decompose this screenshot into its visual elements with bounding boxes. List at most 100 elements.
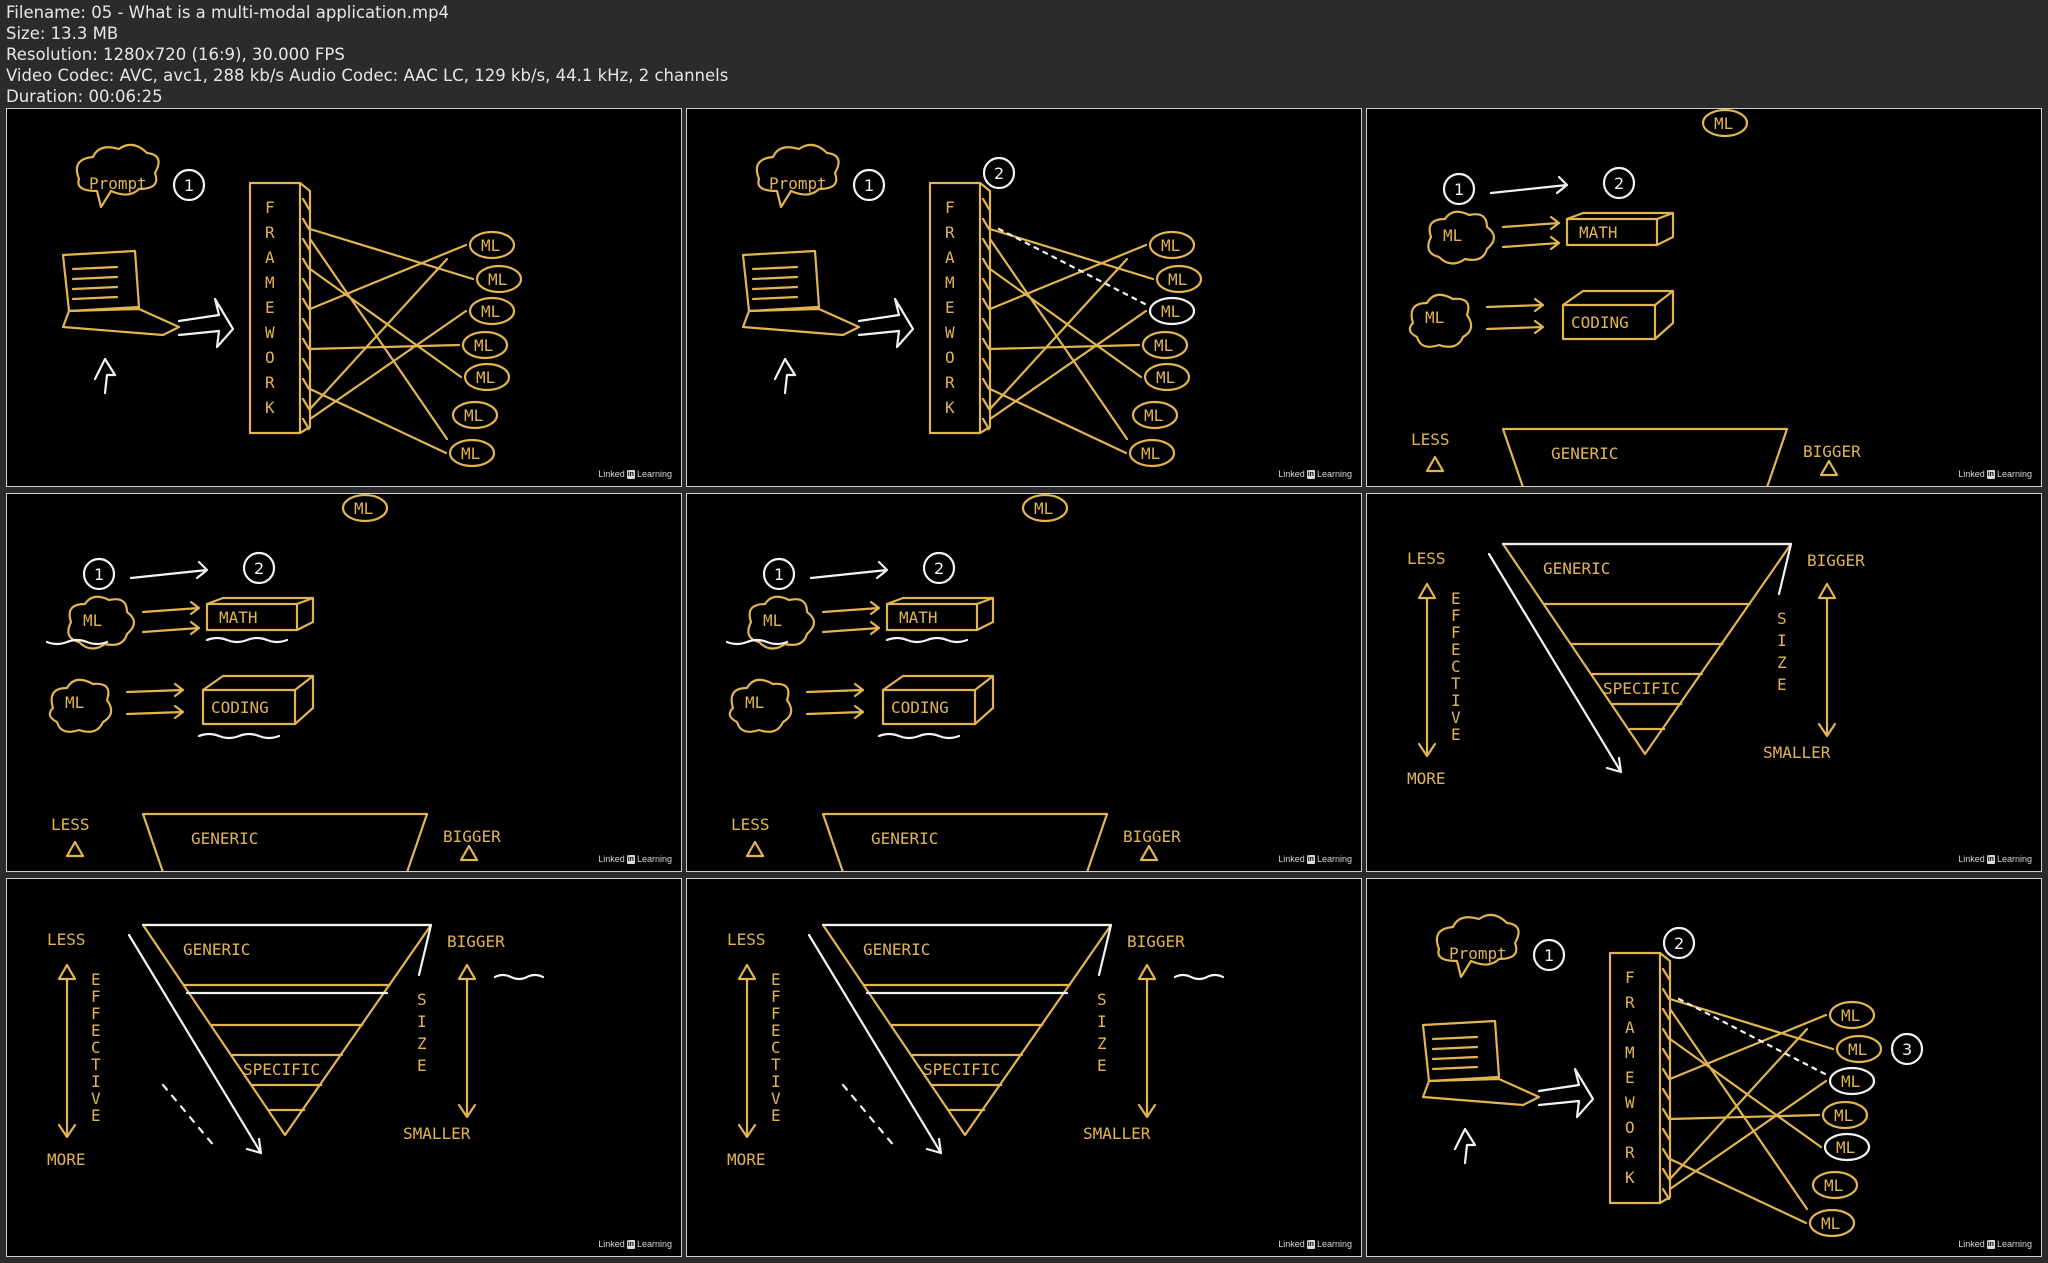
laptop-screen (61, 249, 141, 313)
linkedin-icon: in (626, 854, 635, 864)
ml-4-label: ML (474, 336, 493, 355)
effective-letter: I (91, 1072, 101, 1091)
less-label: LESS (1411, 430, 1450, 449)
ml-cloud-math (67, 595, 136, 650)
step-2-label: 2 (1674, 934, 1684, 953)
effective-letter: F (771, 1004, 781, 1023)
step-2-label: 2 (994, 164, 1004, 183)
funnel-diagram: GENERICSPECIFICLESSEFFECTIVEMOREBIGGERSI… (727, 923, 1225, 1169)
prompt-cloud (1435, 913, 1520, 979)
framework-letter: F (265, 198, 275, 217)
ml-4-label: ML (1154, 336, 1173, 355)
ml-top-bubble (1701, 109, 1749, 138)
bigger-label: BIGGER (1803, 442, 1861, 461)
framework-letter: M (945, 273, 955, 292)
bigger-label: BIGGER (1123, 827, 1181, 846)
routing-path (997, 227, 1149, 307)
effective-letter: T (91, 1055, 101, 1074)
effective-letter: E (1451, 725, 1461, 744)
framework-letter: E (1625, 1068, 1635, 1087)
effective-letter: E (91, 1021, 101, 1040)
ml-3-bubble (468, 296, 516, 326)
framework-pillar (1608, 951, 1662, 1205)
framework-letter: O (265, 348, 275, 367)
effective-letter: F (771, 987, 781, 1006)
effective-letter: C (1451, 657, 1461, 676)
size-letter: I (1097, 1012, 1107, 1031)
ml-2-label: ML (1168, 270, 1187, 289)
linkedin-icon: in (1986, 469, 1995, 479)
framework-letter: R (265, 373, 275, 392)
ml-1-bubble (1828, 1000, 1876, 1030)
ml-7-label: ML (461, 444, 480, 463)
ml-2-bubble (1835, 1034, 1883, 1064)
effective-letter: V (1451, 708, 1461, 727)
framework-pillar (928, 181, 982, 435)
ml-4-label: ML (1834, 1106, 1853, 1125)
input-arrow (177, 297, 235, 349)
framework-letter: R (265, 223, 275, 242)
framework-letter: R (945, 373, 955, 392)
effective-letter: F (91, 987, 101, 1006)
cursor-icon (93, 357, 117, 395)
ml-1-label: ML (1161, 236, 1180, 255)
specific-label: SPECIFIC (923, 1060, 1000, 1079)
step-1 (82, 557, 116, 591)
watermark-suffix: Learning (636, 469, 672, 479)
ml-7-bubble (1808, 1208, 1856, 1238)
ml-cloud-coding (728, 678, 793, 733)
ml-6-label: ML (464, 406, 483, 425)
input-arrow (1537, 1067, 1595, 1119)
effective-letter: E (1451, 640, 1461, 659)
framework-letter: A (1625, 1018, 1635, 1037)
ml-7-label: ML (1821, 1214, 1840, 1233)
framework-letter: K (265, 398, 275, 417)
ml-top-label: ML (1714, 114, 1733, 133)
ml-cloud-coding-label: ML (65, 693, 84, 712)
laptop-keyboard (61, 307, 181, 337)
routing-path (1677, 997, 1829, 1077)
generic-label: GENERIC (871, 829, 938, 848)
ml-top-label: ML (1034, 499, 1053, 518)
ml-5-label: ML (1156, 368, 1175, 387)
watermark-suffix: Learning (1316, 469, 1352, 479)
bigger-label: BIGGER (1807, 551, 1865, 570)
watermark-brand: Linked (1278, 1239, 1305, 1249)
framework-letter: F (1625, 968, 1635, 987)
step-arrow (1489, 175, 1569, 195)
smaller-label: SMALLER (1083, 1124, 1151, 1143)
step-2-label: 2 (254, 559, 264, 578)
ml-5-label: ML (476, 368, 495, 387)
watermark-suffix: Learning (1996, 1239, 2032, 1249)
ml-6-bubble (451, 400, 499, 430)
math-label: MATH (1579, 223, 1618, 242)
effective-letter: E (91, 970, 101, 989)
ml-4-bubble (1821, 1100, 1869, 1130)
file-size: Size: 13.3 MB (6, 24, 119, 43)
step-1-label: 1 (1454, 180, 1464, 199)
generic-label: GENERIC (191, 829, 258, 848)
size-letter: S (1097, 990, 1107, 1009)
ml-7-bubble (448, 438, 496, 468)
step-2-label: 2 (934, 559, 944, 578)
ml-cloud-math (747, 595, 816, 650)
generic-label: GENERIC (1543, 559, 1610, 578)
effective-letter: F (1451, 623, 1461, 642)
